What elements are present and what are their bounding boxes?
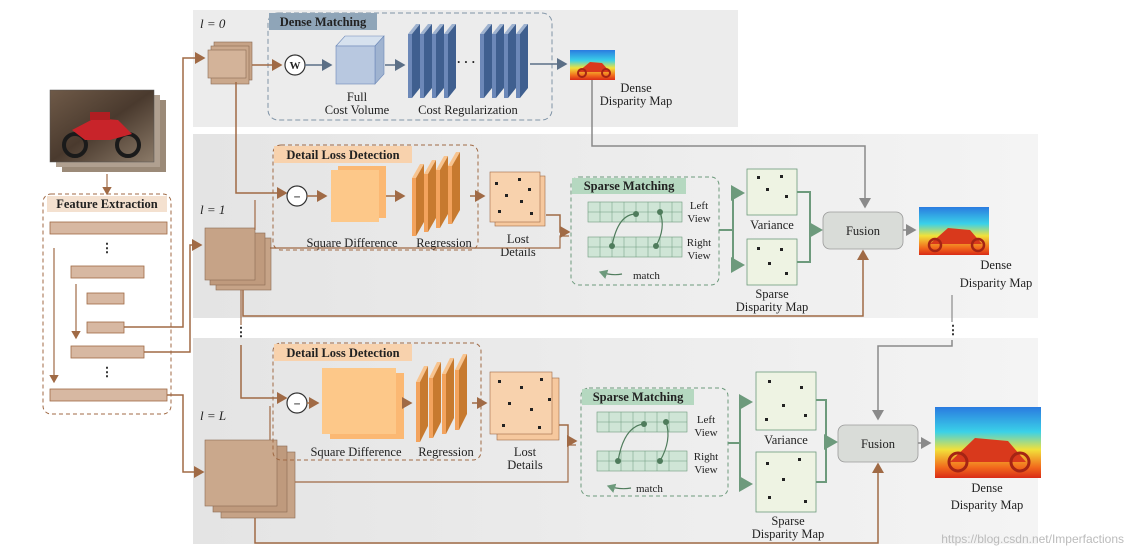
- cost-regularization-ellipsis: · · ·: [457, 55, 476, 69]
- variance-map-L: [755, 371, 817, 431]
- sparse-map-label-Lb: Disparity Map: [752, 527, 825, 541]
- sparse-disparity-map-1: [746, 238, 798, 286]
- lost-details-label-1b: Details: [500, 245, 536, 259]
- right-view-label-Lb: View: [694, 464, 717, 476]
- dense-output-0-label-1: Dense: [620, 81, 652, 95]
- match-links-1: [609, 209, 663, 249]
- dense-output-0-label-2: Disparity Map: [600, 94, 673, 108]
- square-difference-block-1: [331, 166, 386, 222]
- sparse-map-label-La: Sparse: [771, 514, 805, 528]
- dense-disparity-map-L: [935, 407, 1041, 478]
- left-view-label-1a: Left: [690, 200, 708, 212]
- detail-loss-title-bg-L: [274, 344, 412, 361]
- dense-disparity-map-0: [570, 50, 615, 80]
- left-view-label-La: Left: [697, 414, 715, 426]
- feature-extraction-title: Feature Extraction: [56, 197, 158, 211]
- level-1-label: l = 1: [200, 202, 225, 217]
- fusion-label-1: Fusion: [846, 224, 881, 238]
- feature-layer: [49, 221, 168, 235]
- feature-layer: [70, 345, 145, 359]
- sparse-matching-title-bg-L: [582, 389, 694, 405]
- regression-blocks-1: [412, 152, 460, 236]
- dense-output-L-label-2: Disparity Map: [951, 498, 1024, 512]
- level-1-feature-cube: [204, 227, 272, 291]
- variance-label-L: Variance: [764, 433, 808, 447]
- dense-output-1-label-1: Dense: [980, 258, 1012, 272]
- lost-details-map-1: [489, 171, 546, 227]
- sparse-map-label-1a: Sparse: [755, 287, 789, 301]
- right-view-label-1b: View: [687, 250, 710, 262]
- detail-loss-title-1: Detail Loss Detection: [286, 148, 399, 162]
- feature-dots-top: ⋮: [101, 241, 114, 255]
- feature-layer: [86, 292, 125, 305]
- level-L-label: l = L: [200, 408, 226, 423]
- feature-extraction-title-bg: [47, 196, 167, 212]
- feature-dots-bottom: ⋮: [101, 365, 114, 379]
- variance-map-1: [746, 168, 798, 216]
- cost-volume-label-1: Full: [347, 90, 368, 104]
- square-difference-label-L: Square Difference: [310, 445, 401, 459]
- feature-layer: [70, 265, 145, 279]
- level-0-feature-cube: [207, 41, 253, 85]
- cost-volume-label-2: Cost Volume: [325, 103, 390, 117]
- lost-details-label-La: Lost: [514, 445, 537, 459]
- right-view-label-1a: Right: [687, 237, 711, 249]
- regression-label-1: Regression: [416, 236, 472, 250]
- square-difference-block-L: [322, 368, 404, 439]
- watermark: https://blog.csdn.net/Imperfactions: [941, 532, 1124, 546]
- right-view-grid-L: [596, 450, 688, 472]
- detail-loss-title-bg-1: [274, 146, 412, 163]
- dense-output-1-label-2: Disparity Map: [960, 276, 1033, 290]
- full-cost-volume-cube: [335, 35, 385, 85]
- sparse-matching-title-1: Sparse Matching: [584, 179, 675, 193]
- minus-symbol-L: −: [293, 397, 300, 411]
- level-L-feature-cube: [204, 439, 296, 519]
- regression-label-L: Regression: [418, 445, 474, 459]
- match-arrow-L: [606, 483, 632, 493]
- cost-regularization-label: Cost Regularization: [418, 103, 518, 117]
- match-arrow-1: [598, 269, 623, 279]
- sparse-matching-title-bg-1: [572, 178, 686, 194]
- minus-symbol-1: −: [293, 190, 300, 204]
- left-view-label-1b: View: [687, 213, 710, 225]
- dense-matching-title-bg: [269, 13, 377, 30]
- left-view-label-Lb: View: [694, 427, 717, 439]
- input-image: [49, 89, 166, 172]
- dense-matching-title: Dense Matching: [280, 15, 367, 29]
- dense-output-L-label-1: Dense: [971, 481, 1003, 495]
- feature-layer: [49, 388, 168, 402]
- cost-regularization-blocks: [408, 24, 528, 98]
- match-links-L: [615, 419, 669, 464]
- regression-blocks-L: [416, 354, 467, 442]
- lost-details-map-L: [489, 371, 560, 441]
- variance-label-1: Variance: [750, 218, 794, 232]
- sparse-disparity-map-L: [755, 451, 817, 513]
- square-difference-label-1: Square Difference: [306, 236, 397, 250]
- lost-details-label-1a: Lost: [507, 232, 530, 246]
- dense-disparity-map-1: [919, 207, 989, 255]
- warp-symbol: W: [290, 60, 301, 72]
- level-0-label: l = 0: [200, 16, 226, 31]
- sparse-map-label-1b: Disparity Map: [736, 300, 809, 314]
- lost-details-label-Lb: Details: [507, 458, 543, 472]
- level-dots-right: ⋮: [947, 323, 960, 337]
- feature-layer: [86, 321, 125, 334]
- sparse-matching-title-L: Sparse Matching: [593, 390, 684, 404]
- level-dots-left: ⋮: [235, 325, 248, 339]
- fusion-label-L: Fusion: [861, 437, 896, 451]
- right-view-label-La: Right: [694, 451, 718, 463]
- dense-matching-frame: [267, 12, 553, 121]
- match-label-1: match: [633, 270, 660, 282]
- right-view-grid-1: [587, 236, 683, 258]
- match-label-L: match: [636, 483, 663, 495]
- detail-loss-title-L: Detail Loss Detection: [286, 346, 399, 360]
